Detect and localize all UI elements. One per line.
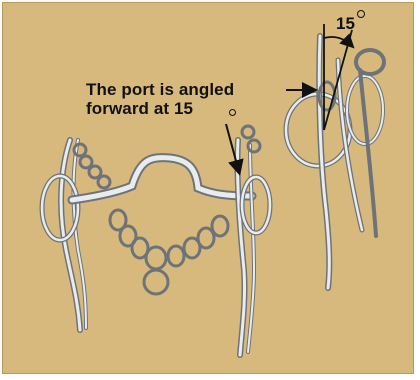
angle-degree-mark — [357, 10, 365, 18]
curb-chain-hanging — [110, 210, 228, 294]
curb-chain-upper-left — [74, 144, 110, 188]
annotation-degree-mark — [229, 109, 236, 116]
side-shank-back — [338, 60, 362, 230]
port-angle-annotation: The port is angled forward at 15 — [86, 80, 234, 118]
bit-side-view — [286, 36, 384, 288]
annotation-line-1: The port is angled — [86, 80, 234, 99]
annotation-line-2: forward at 15 — [86, 99, 234, 118]
right-cheek-shank — [237, 140, 254, 355]
angle-label-15: 15 — [336, 14, 355, 34]
